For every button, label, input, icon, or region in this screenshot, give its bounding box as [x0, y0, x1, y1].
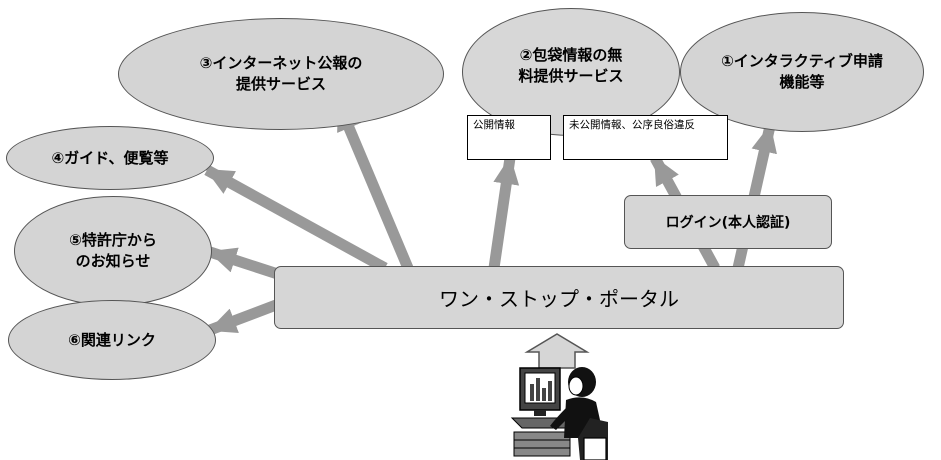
- login-label: ログイン(本人認証): [665, 215, 791, 231]
- service-interactive-application: ①インタラクティブ申請 機能等: [680, 12, 924, 132]
- service3-label: ③インターネット公報の 提供サービス: [199, 54, 363, 93]
- one-stop-portal-box: ワン・ストップ・ポータル: [274, 266, 844, 329]
- public-info-label: 公開情報: [473, 119, 515, 131]
- service-internet-gazette: ③インターネット公報の 提供サービス: [118, 18, 444, 130]
- arrow-to-service3: [333, 101, 414, 271]
- person-at-computer-icon: [510, 367, 608, 460]
- unpublished-info-label: 未公開情報、公序良俗違反: [569, 119, 695, 131]
- service4-label: ④ガイド、便覧等: [51, 148, 169, 167]
- login-authentication-box: ログイン(本人認証): [624, 195, 832, 249]
- service5-label: ⑤特許庁から のお知らせ: [69, 231, 157, 270]
- service-related-links: ⑥関連リンク: [8, 300, 216, 380]
- arrow-to-service2: [488, 156, 520, 269]
- service-file-wrapper-info: ②包袋情報の無 料提供サービス: [462, 8, 680, 136]
- up-arrow-to-portal: [524, 333, 590, 369]
- arrow-to-service4: [204, 165, 388, 273]
- service1-label: ①インタラクティブ申請 機能等: [721, 52, 883, 91]
- service-guides-handbooks: ④ガイド、便覧等: [6, 126, 214, 190]
- public-info-box: 公開情報: [467, 115, 551, 160]
- service-jpo-notices: ⑤特許庁から のお知らせ: [14, 196, 212, 306]
- service2-label: ②包袋情報の無 料提供サービス: [518, 46, 624, 85]
- service6-label: ⑥関連リンク: [68, 330, 156, 349]
- unpublished-info-box: 未公開情報、公序良俗違反: [563, 115, 728, 160]
- portal-label: ワン・ストップ・ポータル: [439, 287, 679, 311]
- arrow-to-service6: [208, 299, 278, 336]
